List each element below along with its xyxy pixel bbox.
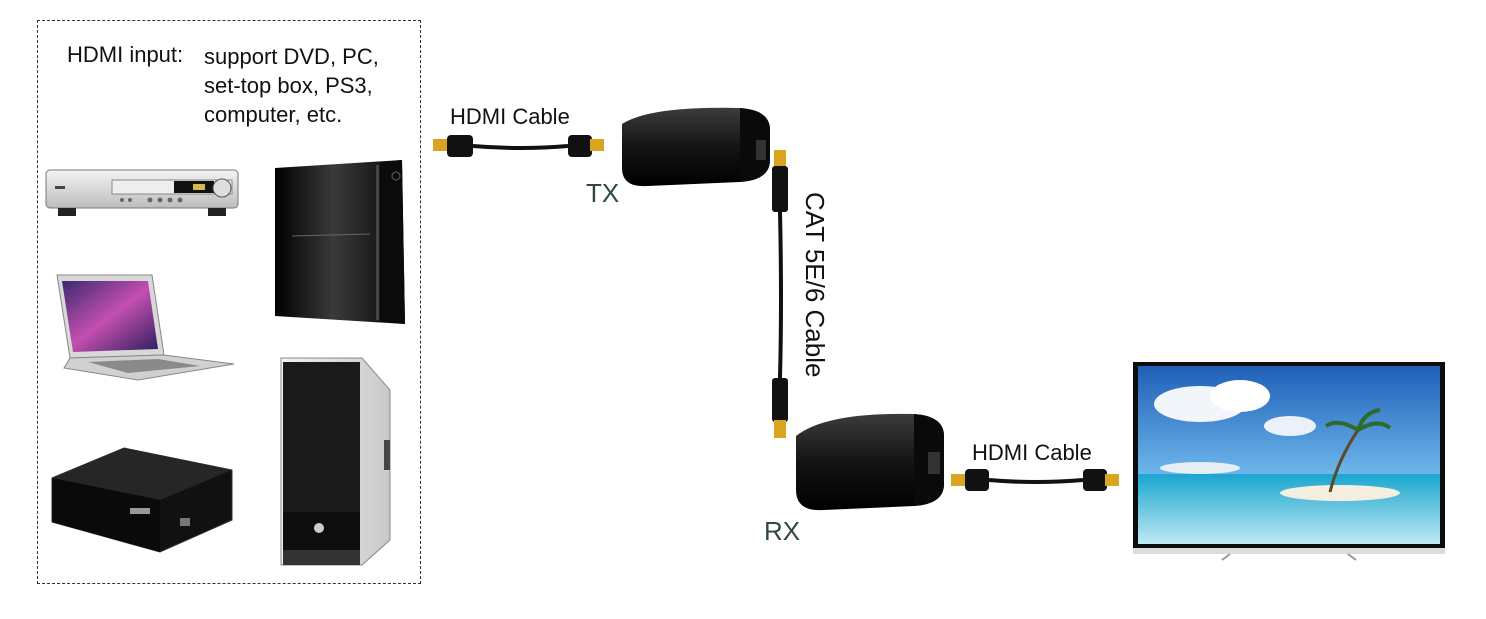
- tx-label: TX: [586, 178, 620, 208]
- dvd-player-icon: [45, 169, 239, 216]
- input-sources-description: support DVD, PC, set-top box, PS3, compu…: [204, 42, 379, 129]
- hdmi-connector-icon: [1105, 474, 1119, 486]
- hdmi-connector-icon: [951, 474, 965, 486]
- input-sources-box: [37, 20, 421, 584]
- tx-extender-icon: [622, 107, 770, 187]
- cat-cable: [772, 150, 788, 438]
- hdmi-connector-icon: [433, 139, 447, 151]
- description-line-1: support DVD, PC,: [204, 44, 379, 69]
- laptop-icon: [56, 274, 235, 381]
- hdmi-input-label: HDMI input:: [67, 42, 184, 67]
- hdmi-connector-icon: [590, 139, 604, 151]
- rx-label: RX: [764, 516, 801, 546]
- description-line-2: set-top box, PS3,: [204, 73, 373, 98]
- pc-tower-icon: [280, 357, 391, 566]
- hdmi-cable-top: [433, 135, 604, 157]
- rx-extender-icon: [796, 413, 944, 511]
- tv-display-icon: [1133, 362, 1445, 561]
- ps3-console-icon: [275, 160, 405, 324]
- hdmi-cable-top-label: HDMI Cable: [450, 104, 570, 129]
- cat-cable-label: CAT 5E/6 Cable: [800, 192, 830, 378]
- description-line-3: computer, etc.: [204, 102, 343, 127]
- rj45-connector-icon: [774, 150, 786, 168]
- hdmi-cable-bottom-label: HDMI Cable: [972, 440, 1092, 465]
- rj45-connector-icon: [774, 420, 786, 438]
- set-top-box-icon: [51, 447, 233, 553]
- hdmi-cable-bottom: [951, 469, 1119, 491]
